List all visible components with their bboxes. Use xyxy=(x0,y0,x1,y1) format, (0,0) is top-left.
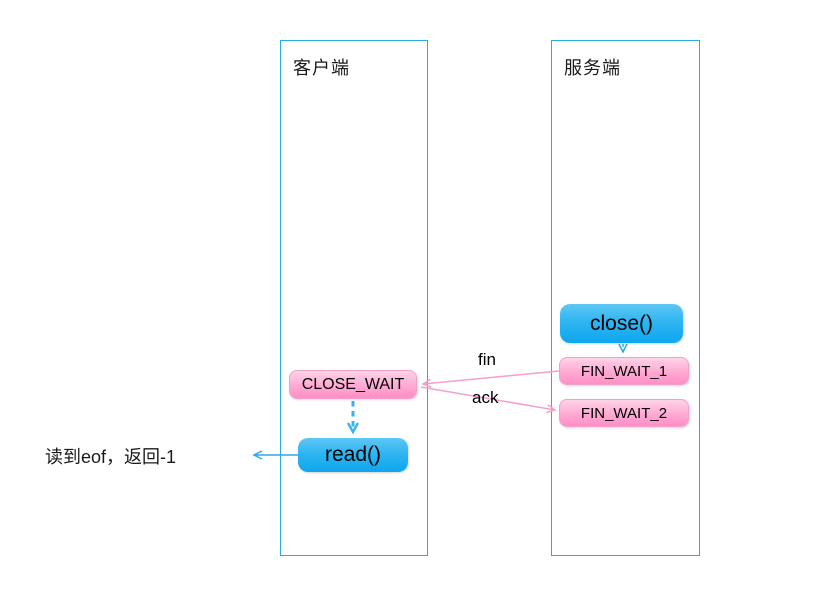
lane-client-title: 客户端 xyxy=(293,58,350,78)
lane-server-title: 服务端 xyxy=(564,58,621,78)
node-fin-wait-2: FIN_WAIT_2 xyxy=(559,399,689,427)
node-close-wait: CLOSE_WAIT xyxy=(289,370,417,399)
edge-label-fin: fin xyxy=(478,350,496,369)
node-read-call: read() xyxy=(298,438,408,472)
node-fin-wait-1: FIN_WAIT_1 xyxy=(559,357,689,385)
edge-label-ack: ack xyxy=(472,388,499,407)
read-eof-annotation: 读到eof，返回-1 xyxy=(45,447,177,467)
arrow-fin xyxy=(421,370,560,388)
node-close-call: close() xyxy=(560,304,683,343)
lane-server: 服务端 xyxy=(551,40,700,556)
lane-client: 客户端 xyxy=(280,40,428,556)
